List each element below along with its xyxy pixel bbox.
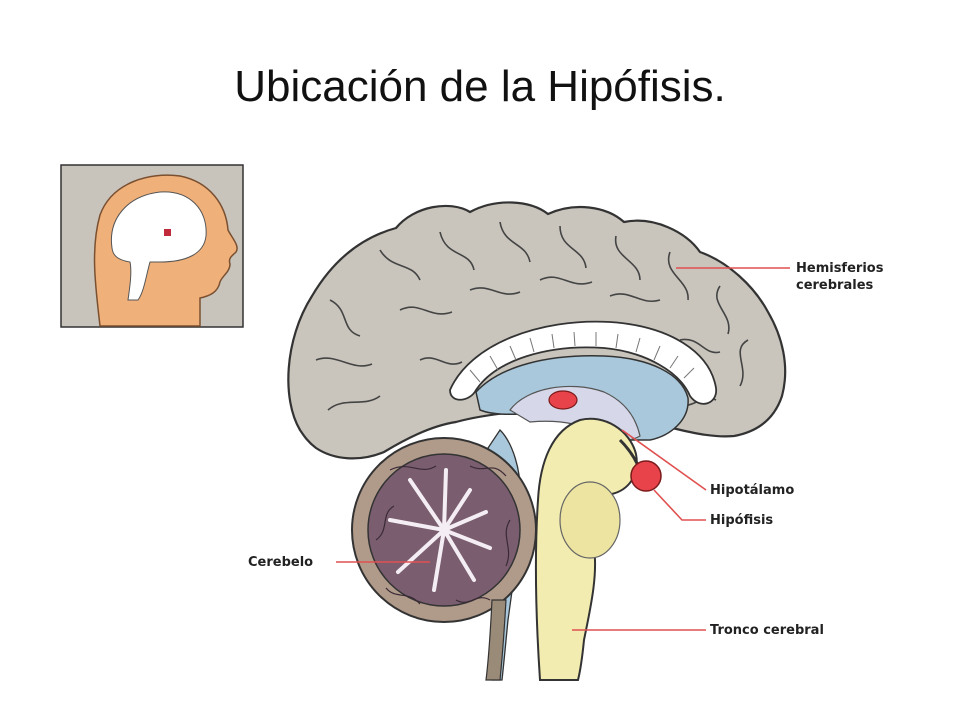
label-cerebelo: Cerebelo xyxy=(248,555,313,570)
leader-hipofisis xyxy=(653,489,706,521)
label-hemisferios-line2: cerebrales xyxy=(796,278,874,293)
label-tronco: Tronco cerebral xyxy=(710,623,824,638)
brain-illustration xyxy=(287,201,787,681)
spinal-cord xyxy=(485,599,507,681)
pons xyxy=(559,481,621,559)
corpus-callosum-striations xyxy=(469,331,695,383)
diagram-labels: Hemisferios cerebrales Hipotálamo Hipófi… xyxy=(248,261,884,638)
corpus-callosum xyxy=(449,320,717,405)
label-hemisferios-line1: Hemisferios xyxy=(796,261,884,276)
inset-pituitary-marker xyxy=(164,229,171,236)
head-inset xyxy=(60,164,244,328)
leader-hipotalamo xyxy=(621,429,707,491)
cerebellum-lobules xyxy=(375,465,511,605)
cerebellum xyxy=(351,437,537,623)
cerebrum-gyri xyxy=(315,221,749,411)
pituitary-gland xyxy=(630,460,662,492)
label-hipofisis: Hipófisis xyxy=(710,513,773,528)
cerebellum-folia xyxy=(388,468,492,592)
leader-lines xyxy=(336,267,790,631)
hypothalamus-marker xyxy=(548,390,578,410)
label-hipotalamo: Hipotálamo xyxy=(710,483,794,498)
slide-title: Ubicación de la Hipófisis. xyxy=(234,62,726,111)
inset-brain xyxy=(110,191,207,301)
